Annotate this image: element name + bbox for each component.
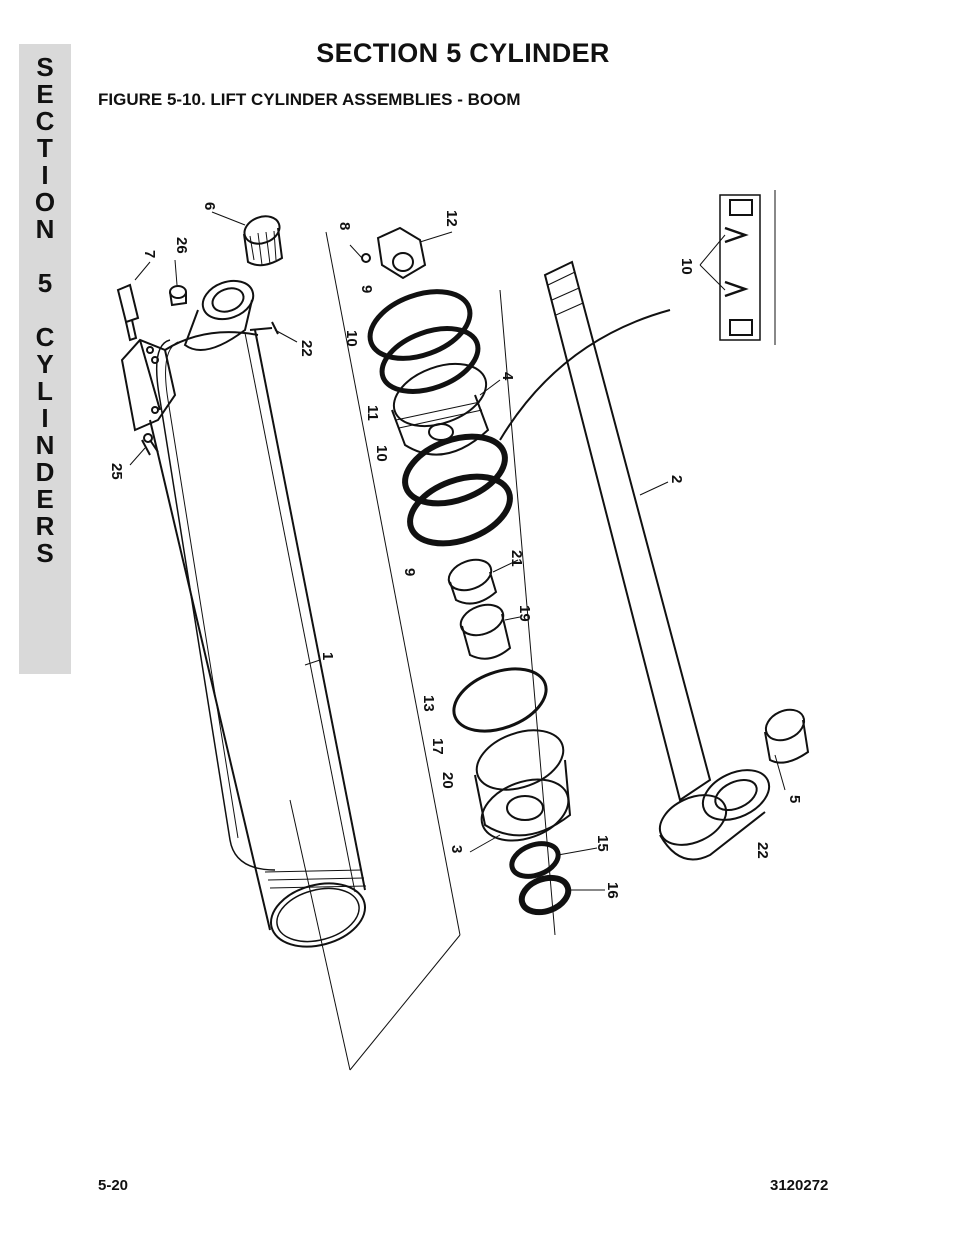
leader-lines <box>129 211 786 891</box>
callout-2: 2 <box>668 475 685 483</box>
callout-5: 5 <box>786 795 803 803</box>
side-tab-letter: E <box>36 484 54 514</box>
spacer-19 <box>459 603 512 660</box>
side-tab-letter: L <box>37 376 53 406</box>
piston-rod-2 <box>543 260 771 861</box>
side-tab-letter: 5 <box>37 268 53 298</box>
barrel-end-mount <box>183 279 255 351</box>
piston-seals-upper <box>367 289 481 394</box>
side-tab-letter: I <box>41 160 49 190</box>
exploded-parts-drawing: 1 2 3 4 5 6 7 8 9 9 10 10 10 11 12 13 15… <box>108 190 810 1071</box>
wiper-ring-13 <box>452 667 548 733</box>
callout-20: 20 <box>439 772 456 789</box>
page-number: 5-20 <box>98 1177 129 1194</box>
valve-block <box>120 338 177 456</box>
side-tab-letter: O <box>34 187 56 217</box>
callout-25: 25 <box>108 463 125 480</box>
assembly-guide-lines <box>289 231 671 1071</box>
callout-11: 11 <box>364 405 381 421</box>
side-tab-letter: I <box>41 403 49 433</box>
callout-7: 7 <box>141 250 158 258</box>
callout-3: 3 <box>448 845 465 853</box>
document-number: 3120272 <box>770 1177 829 1194</box>
callout-1: 1 <box>319 652 336 660</box>
callout-10a: 10 <box>343 330 360 347</box>
side-tab-letter: N <box>35 214 55 244</box>
spacer-21 <box>447 558 498 605</box>
callout-10b: 10 <box>373 445 390 462</box>
bushing-6 <box>243 215 284 267</box>
side-tab-letter <box>19 243 71 270</box>
plug-26 <box>169 285 187 307</box>
callout-4: 4 <box>499 372 516 381</box>
callout-16: 16 <box>604 882 621 899</box>
side-tab-letter: S <box>36 52 54 82</box>
side-tab-letter: Y <box>36 349 54 379</box>
callout-17: 17 <box>429 738 446 755</box>
callout-6: 6 <box>201 202 218 210</box>
piston-seals-lower <box>402 433 513 547</box>
side-tab-letter <box>19 297 71 324</box>
callout-10c: 10 <box>678 258 695 275</box>
bushing-5 <box>764 708 810 764</box>
seal-detail-inset <box>719 190 776 345</box>
callout-21: 21 <box>508 550 525 567</box>
callout-9b: 9 <box>401 568 418 576</box>
figure-title: FIGURE 5-10. LIFT CYLINDER ASSEMBLIES - … <box>98 90 521 109</box>
rod-wiper-16 <box>518 874 572 916</box>
side-tab-letter: S <box>36 538 54 568</box>
callout-15: 15 <box>594 835 611 852</box>
grease-fitting-22 <box>249 321 279 335</box>
fitting-7 <box>116 283 140 342</box>
callout-26: 26 <box>173 237 190 254</box>
callout-19: 19 <box>516 605 533 622</box>
callout-9a: 9 <box>358 285 375 293</box>
lock-nut-12 <box>361 226 427 280</box>
callout-12: 12 <box>443 210 460 227</box>
side-tab-letter: E <box>36 79 54 109</box>
side-tab-letter: R <box>35 511 55 541</box>
callout-13: 13 <box>420 695 437 712</box>
callout-labels: 1 2 3 4 5 6 7 8 9 9 10 10 10 11 12 13 15… <box>108 202 803 899</box>
callout-22a: 22 <box>298 340 315 357</box>
cylinder-barrel <box>149 329 367 948</box>
side-tab-letter: T <box>37 133 53 163</box>
callout-22b: 22 <box>754 842 771 859</box>
side-tab-letter: C <box>35 106 55 136</box>
rod-seal-15 <box>509 841 561 879</box>
side-tab-letter: C <box>35 322 55 352</box>
side-tab-letter: N <box>35 430 55 460</box>
piston-4 <box>391 362 490 456</box>
section-title: SECTION 5 CYLINDER <box>316 38 610 68</box>
side-tab-letter: D <box>35 457 55 487</box>
cylinder-head-3 <box>474 729 572 842</box>
callout-8: 8 <box>336 222 353 230</box>
